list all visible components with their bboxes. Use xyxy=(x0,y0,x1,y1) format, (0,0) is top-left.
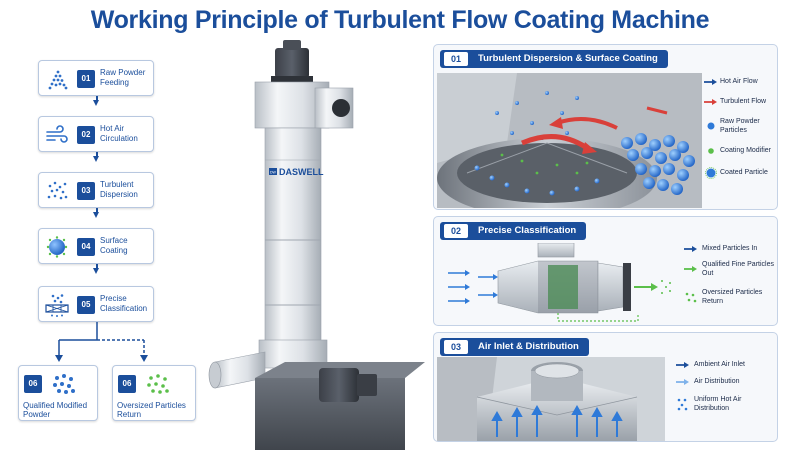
flow-arrow-icon xyxy=(93,100,99,106)
blue-dot-icon xyxy=(707,122,715,130)
dispersed-particles-icon xyxy=(47,181,68,200)
brand-logo: DASWELL xyxy=(279,167,324,177)
step-raw-powder-feeding: 01 Raw Powder Feeding xyxy=(38,60,154,96)
classifier-illustration xyxy=(448,243,671,322)
blue-dots-icon xyxy=(677,398,688,411)
legend-panel-01: Hot Air Flow Turbulent Flow Raw Powder P… xyxy=(704,73,776,208)
panel-title: Turbulent Dispersion & Surface Coating xyxy=(478,53,658,64)
step-label: Hot Air Circulation xyxy=(100,124,138,143)
branch-connector xyxy=(55,322,148,362)
flow-arrow-icon xyxy=(93,268,99,274)
output-label: Oversized Particles Return xyxy=(117,401,186,419)
step-hot-air-circulation: 02 Hot Air Circulation xyxy=(38,116,154,152)
output-label: Qualified Modified Powder xyxy=(23,401,88,419)
output-qualified-modified-powder: 06 Qualified Modified Powder xyxy=(18,365,98,421)
blue-arrow-icon xyxy=(676,362,689,368)
green-dot-icon xyxy=(708,148,714,154)
red-arrow-icon xyxy=(704,99,717,105)
air-distributor-illustration xyxy=(437,357,665,441)
legend-panel-03: Ambient Air Inlet Air Distribution Unifo… xyxy=(676,357,776,441)
light-blue-arrow-icon xyxy=(676,379,689,385)
step-turbulent-dispersion: 03 Turbulent Dispersion xyxy=(38,172,154,208)
blue-arrow-icon xyxy=(704,79,717,85)
flow-arrow-icon xyxy=(93,156,99,162)
green-particles-icon xyxy=(147,374,169,394)
brand-badge: DW xyxy=(270,171,277,175)
wind-icon xyxy=(46,125,68,143)
flow-arrow-icon xyxy=(93,212,99,218)
step-precise-classification: 05 Precise Classification xyxy=(38,286,154,322)
legend-panel-02: Mixed Particles In Qualified Fine Partic… xyxy=(684,241,776,325)
classifier-icon xyxy=(45,294,69,317)
panel-title: Precise Classification xyxy=(478,225,577,236)
coated-sphere-icon xyxy=(46,236,68,258)
step-label: Raw Powder Feeding xyxy=(100,68,146,87)
coated-dot-icon xyxy=(705,167,717,179)
green-arrow-icon xyxy=(684,266,697,272)
step-label: Surface Coating xyxy=(100,236,128,255)
blue-particles-icon xyxy=(53,374,75,394)
turbulent-chamber-illustration xyxy=(437,73,702,208)
panel-title: Air Inlet & Distribution xyxy=(478,341,579,352)
page-title: Working Principle of Turbulent Flow Coat… xyxy=(90,6,710,34)
step-surface-coating: 04 Surface Coating xyxy=(38,228,154,264)
green-dots-icon xyxy=(685,292,697,303)
coating-machine-illustration: DW DASWELL xyxy=(208,40,425,450)
output-oversized-particles-return: 06 Oversized Particles Return xyxy=(112,365,196,421)
powder-pile-icon xyxy=(48,70,68,90)
step-label: Precise Classification xyxy=(100,294,148,313)
step-label: Turbulent Dispersion xyxy=(100,180,138,199)
blue-arrow-icon xyxy=(684,246,697,252)
